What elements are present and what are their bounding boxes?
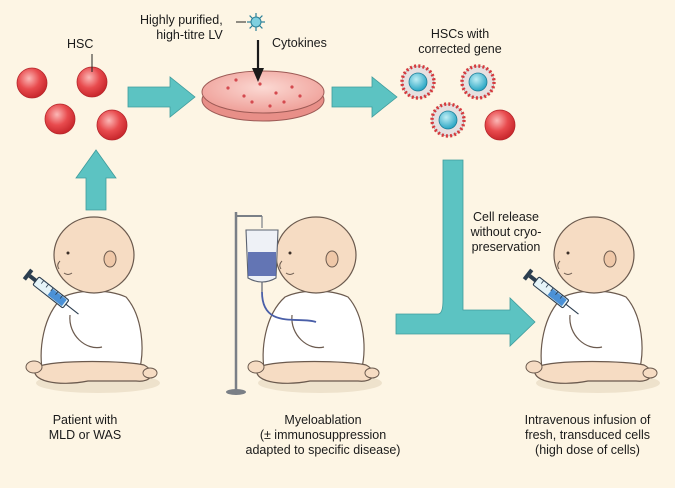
lentivirus-label: Highly purified, high-titre LV [140,13,223,42]
myeloablation-label: Myeloablation (± immunosuppression adapt… [245,413,401,457]
cell-release-label: Cell release without cryo- preservation [470,210,542,254]
corrected-hsc-cell [430,102,466,138]
infusion-label: Intravenous infusion of fresh, transduce… [524,413,651,457]
arrow-up [75,149,117,211]
patient-label: Patient with MLD or WAS [48,413,122,442]
iv-drip-icon [226,212,317,395]
patient-baby [25,216,161,394]
petri-dish [201,70,325,122]
cytokine-arrowhead [252,68,264,82]
hsc-label: HSC [67,37,94,51]
hsc-cell [484,109,516,141]
hsc-cell [96,109,128,141]
hsc-cell [44,103,76,135]
arrow-to-dish [127,76,196,118]
corrected-hsc-cell [400,64,436,100]
arrow-to-corrected [331,76,398,118]
arrow-release [395,159,536,347]
hsc-cell [16,67,48,99]
corrected-hsc-cell [460,64,496,100]
lentivirus-icon [246,12,266,32]
corrected-hsc-label: HSCs with corrected gene [418,27,502,56]
cytokines-label: Cytokines [272,36,327,50]
